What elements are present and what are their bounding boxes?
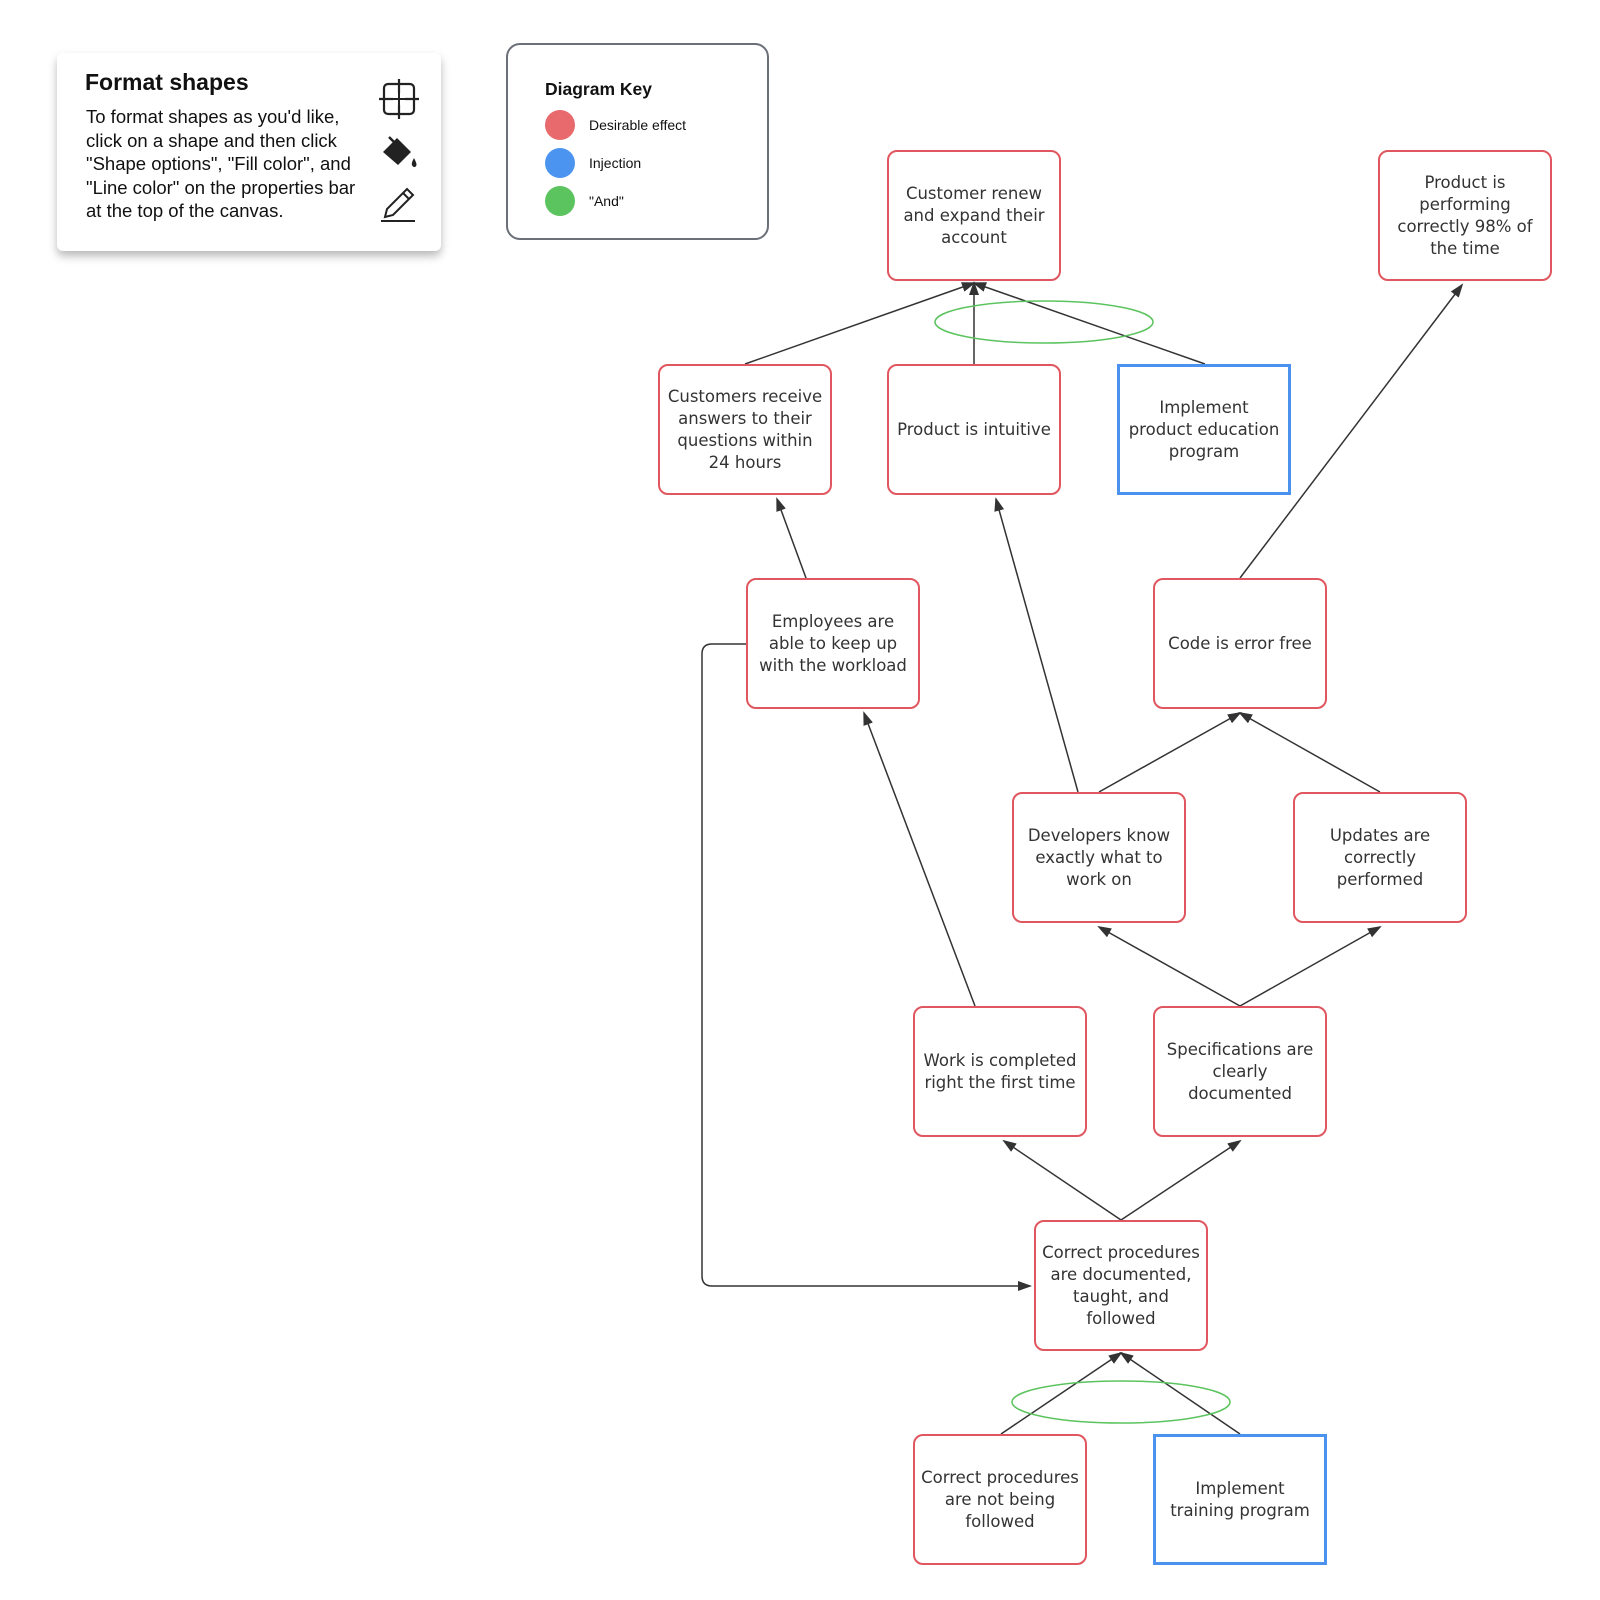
node-implement-training-program[interactable]: Implement training program	[1153, 1434, 1327, 1565]
connector-answers-to-renew	[744, 282, 976, 365]
node-updates-performed[interactable]: Updates are correctly performed	[1293, 792, 1467, 923]
shape-options-icon[interactable]	[379, 79, 419, 119]
connector-procedures-to-specs	[1120, 1139, 1242, 1221]
key-swatch-injection	[545, 148, 575, 178]
node-customers-receive-answers[interactable]: Customers receive answers to their quest…	[658, 364, 832, 495]
node-correct-procedures-followed[interactable]: Correct procedures are documented, taugh…	[1034, 1220, 1208, 1351]
connector-code-to-product98	[1239, 283, 1464, 579]
fill-color-icon[interactable]	[379, 132, 419, 172]
node-customer-renew[interactable]: Customer renew and expand their account	[887, 150, 1061, 281]
key-label-and: "And"	[589, 193, 624, 209]
format-shapes-instructions: To format shapes as you'd like, click on…	[86, 106, 356, 221]
connector-developers-to-intuitive	[994, 497, 1079, 793]
connector-developers-to-code	[1098, 712, 1242, 793]
diagram-key-title: Diagram Key	[545, 79, 652, 99]
connector-education-to-renew	[972, 282, 1206, 365]
node-developers-know[interactable]: Developers know exactly what to work on	[1012, 792, 1186, 923]
connector-training-to-procedures	[1119, 1351, 1241, 1435]
format-shapes-card: Format shapes To format shapes as you'd …	[57, 53, 441, 251]
key-item-and: "And"	[545, 186, 624, 216]
connector-employees-to-procedures	[701, 643, 1032, 1291]
node-work-completed[interactable]: Work is completed right the first time	[913, 1006, 1087, 1137]
node-product-performing[interactable]: Product is performing correctly 98% of t…	[1378, 150, 1552, 281]
connector-updates-to-code	[1238, 712, 1381, 793]
key-item-desirable-effect: Desirable effect	[545, 110, 686, 140]
node-implement-education-program[interactable]: Implement product education program	[1117, 364, 1291, 495]
connector-work-to-employees	[863, 711, 976, 1007]
connector-procedures-to-work	[1002, 1139, 1122, 1221]
node-code-error-free[interactable]: Code is error free	[1153, 578, 1327, 709]
and-ellipse-bottom	[1011, 1380, 1231, 1424]
node-employees-workload[interactable]: Employees are able to keep up with the w…	[746, 578, 920, 709]
line-color-icon[interactable]	[379, 183, 419, 223]
key-item-injection: Injection	[545, 148, 641, 178]
node-specifications-documented[interactable]: Specifications are clearly documented	[1153, 1006, 1327, 1137]
key-swatch-desirable-effect	[545, 110, 575, 140]
connector-specs-to-updates	[1239, 926, 1382, 1007]
connector-specs-to-developers	[1097, 926, 1241, 1007]
key-swatch-and	[545, 186, 575, 216]
diagram-key: Diagram Key Desirable effect Injection "…	[506, 43, 769, 240]
key-label-desirable-effect: Desirable effect	[589, 117, 687, 133]
connector-notfollowed-to-procedures	[1000, 1351, 1123, 1435]
node-product-intuitive[interactable]: Product is intuitive	[887, 364, 1061, 495]
and-ellipse-top	[934, 300, 1154, 344]
node-procedures-not-followed[interactable]: Correct procedures are not being followe…	[913, 1434, 1087, 1565]
format-shapes-title: Format shapes	[85, 69, 249, 95]
connector-employees-to-answers	[776, 497, 807, 579]
key-label-injection: Injection	[589, 155, 642, 171]
